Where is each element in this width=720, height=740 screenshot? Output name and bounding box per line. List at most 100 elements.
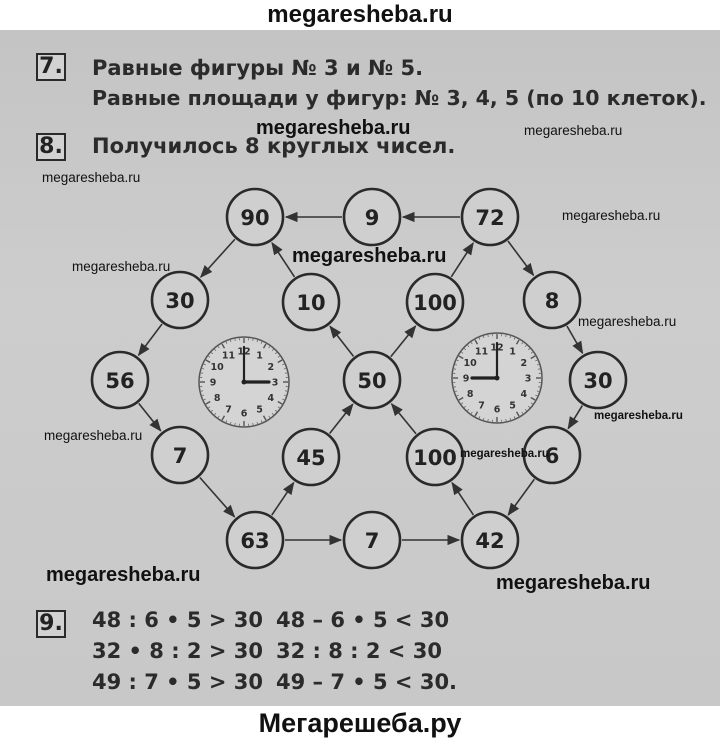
clock-tick <box>527 405 530 408</box>
clock-tick <box>260 341 263 344</box>
watermark: megaresheba.ru <box>562 208 661 223</box>
circle-number: 7 <box>173 444 188 468</box>
equation-3-1: 49 : 7 • 5 > 30 <box>92 670 263 694</box>
clock-tick <box>456 394 459 397</box>
clock-tick <box>536 364 539 366</box>
clock-number: 6 <box>241 409 248 420</box>
clock-tick <box>530 402 533 405</box>
clock-number: 10 <box>211 362 225 373</box>
clock-number: 7 <box>478 400 485 411</box>
clock-tick <box>283 394 286 396</box>
number-circle <box>281 427 341 487</box>
number-circle <box>342 350 402 410</box>
site-header: megaresheba.ru <box>0 0 720 30</box>
clock-tick <box>456 359 459 362</box>
task-8-text: Получилось 8 круглых чисел. <box>92 134 456 158</box>
number-circle <box>281 272 341 332</box>
task-9-number: 9. <box>36 610 66 638</box>
circle-number: 8 <box>545 289 560 313</box>
arrow <box>138 402 162 432</box>
clock-tick <box>521 411 524 414</box>
clock-number: 11 <box>222 351 235 362</box>
clock-tick <box>225 420 228 423</box>
arrow <box>271 241 296 278</box>
equation-1-2: 48 – 6 • 5 < 30 <box>276 608 450 632</box>
number-circle <box>225 510 285 570</box>
clock-number: 3 <box>525 374 532 385</box>
circle-number: 30 <box>165 289 194 313</box>
number-circle <box>522 425 582 485</box>
clock-tick <box>211 409 214 412</box>
circle-number: 45 <box>296 446 325 470</box>
number-circle <box>342 510 402 570</box>
clock-tick <box>214 412 217 415</box>
clock-number: 5 <box>256 404 263 415</box>
clock-tick <box>211 352 214 355</box>
clock-icon: 121234567891011 <box>451 332 543 424</box>
clock-tick <box>277 355 280 358</box>
arrow <box>566 325 584 355</box>
clock-tick <box>214 349 217 352</box>
task-8-number: 8. <box>36 133 66 161</box>
clock-tick <box>205 400 211 405</box>
clock-number: 9 <box>463 374 470 385</box>
clock-tick <box>208 406 211 409</box>
clock-tick <box>274 409 277 412</box>
equation-2-1: 32 • 8 : 2 > 30 <box>92 639 263 663</box>
footer-brand: Мегарешеба.ру <box>258 708 462 738</box>
site-name: megaresheba.ru <box>267 1 453 28</box>
clock-tick <box>205 359 211 364</box>
circle-number: 100 <box>413 446 457 470</box>
clock-tick <box>530 396 536 401</box>
arrow <box>390 403 417 435</box>
circle-number: 56 <box>105 369 134 393</box>
clock-tick <box>521 342 524 345</box>
arrow <box>271 481 295 516</box>
number-circle <box>150 425 210 485</box>
clock-tick <box>277 400 283 405</box>
watermark: megaresheba.ru <box>594 410 683 422</box>
clock-tick <box>260 420 263 423</box>
task-7-line-1: Равные фигуры № 3 и № 5. <box>92 56 424 80</box>
clock-tick <box>230 340 232 343</box>
clock-icon: 121234567891011 <box>198 336 290 428</box>
clock-tick <box>464 348 467 351</box>
clock-tick <box>225 341 228 344</box>
circle-number: 42 <box>475 529 504 553</box>
number-circle <box>460 187 520 247</box>
arrow <box>137 323 163 357</box>
clock-number: 3 <box>272 378 279 389</box>
clock-tick <box>467 408 470 411</box>
watermark: megaresheba.ru <box>292 245 447 267</box>
circle-number: 6 <box>545 444 560 468</box>
clock-number: 1 <box>256 351 263 362</box>
clock-tick <box>458 396 464 401</box>
clock-tick <box>530 351 533 354</box>
clock-tick <box>464 405 467 408</box>
watermark: megaresheba.ru <box>496 572 651 594</box>
clock-tick <box>513 337 516 340</box>
circle-number: 10 <box>296 291 325 315</box>
clock-tick <box>221 415 226 421</box>
clock-center <box>241 379 247 385</box>
clock-tick <box>256 340 258 343</box>
clock-tick <box>515 339 520 345</box>
watermark: megaresheba.ru <box>524 123 623 138</box>
task-7-number: 7. <box>36 53 66 81</box>
arrow <box>507 240 535 277</box>
equation-2-2: 32 : 8 : 2 < 30 <box>276 639 442 663</box>
clock-tick <box>461 402 464 405</box>
clock-tick <box>208 355 211 358</box>
clock-tick <box>274 352 277 355</box>
clock-number: 2 <box>521 358 528 369</box>
clock-tick <box>271 349 274 352</box>
clock-tick <box>509 417 511 420</box>
clock-number: 9 <box>210 378 217 389</box>
clock-tick <box>230 421 232 424</box>
arrow <box>450 241 474 278</box>
clock-tick <box>524 345 527 348</box>
arrow <box>567 405 583 430</box>
clock-tick <box>268 346 271 349</box>
